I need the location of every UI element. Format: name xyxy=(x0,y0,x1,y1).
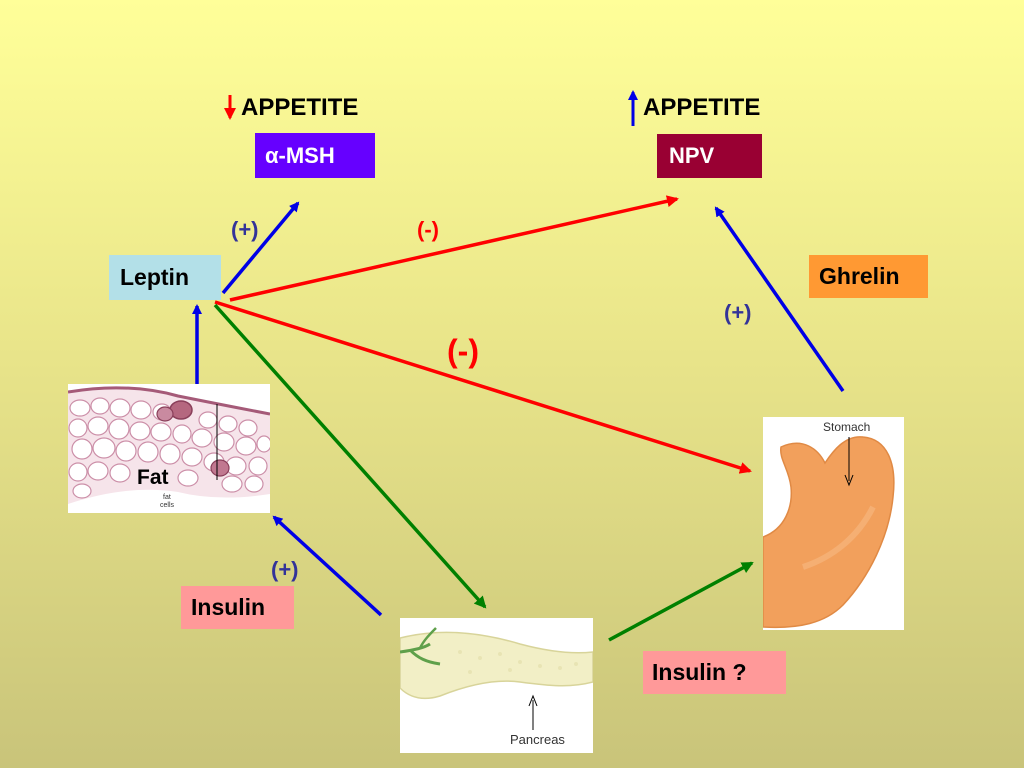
stomach-caption: Stomach xyxy=(823,420,871,434)
ghrelin-label: Ghrelin xyxy=(819,263,900,289)
insulin-question-box: Insulin ? xyxy=(643,651,786,694)
npv-label: NPV xyxy=(669,143,715,168)
alpha-msh-box: α-MSH xyxy=(255,133,375,178)
alpha-msh-label: α-MSH xyxy=(265,142,335,168)
stomach-image: Stomach xyxy=(763,417,904,630)
arrow-leptin-to-stomach xyxy=(214,300,752,474)
pancreas-image: Pancreas xyxy=(400,618,593,753)
pancreas-caption: Pancreas xyxy=(510,732,565,747)
arrow-leptin-to-pancreas xyxy=(213,303,487,609)
sign-ghrelin-npv: (+) xyxy=(724,300,752,325)
sign-insulin-fat: (+) xyxy=(271,557,299,582)
appetite-down-label: APPETITE xyxy=(241,94,359,121)
ghrelin-box: Ghrelin xyxy=(809,255,928,298)
insulin-label: Insulin xyxy=(191,594,266,620)
sign-leptin-msh: (+) xyxy=(231,217,259,242)
insulin-question-label: Insulin ? xyxy=(652,659,747,685)
arrow-pancreas-to-fat xyxy=(272,515,383,617)
insulin-box: Insulin xyxy=(181,586,294,629)
arrow-pancreas-to-stomach xyxy=(608,561,754,642)
fat-cells-caption-line2: cells xyxy=(160,502,175,509)
arrow-stomach-to-npv xyxy=(714,206,845,392)
leptin-box: Leptin xyxy=(109,255,221,300)
arrow-leptin-to-msh xyxy=(221,201,300,295)
appetite-up-label: APPETITE xyxy=(643,94,761,121)
leptin-label: Leptin xyxy=(120,264,189,290)
fat-label: Fat xyxy=(137,466,169,489)
fat-tissue-image: Fat fat cells xyxy=(68,384,270,513)
arrow-leptin-to-npv xyxy=(229,195,679,302)
sign-leptin-npv: (-) xyxy=(417,217,439,242)
sign-leptin-stomach: (-) xyxy=(447,333,479,369)
npv-box: NPV xyxy=(657,134,762,178)
fat-cells-caption-line1: fat xyxy=(163,494,171,501)
